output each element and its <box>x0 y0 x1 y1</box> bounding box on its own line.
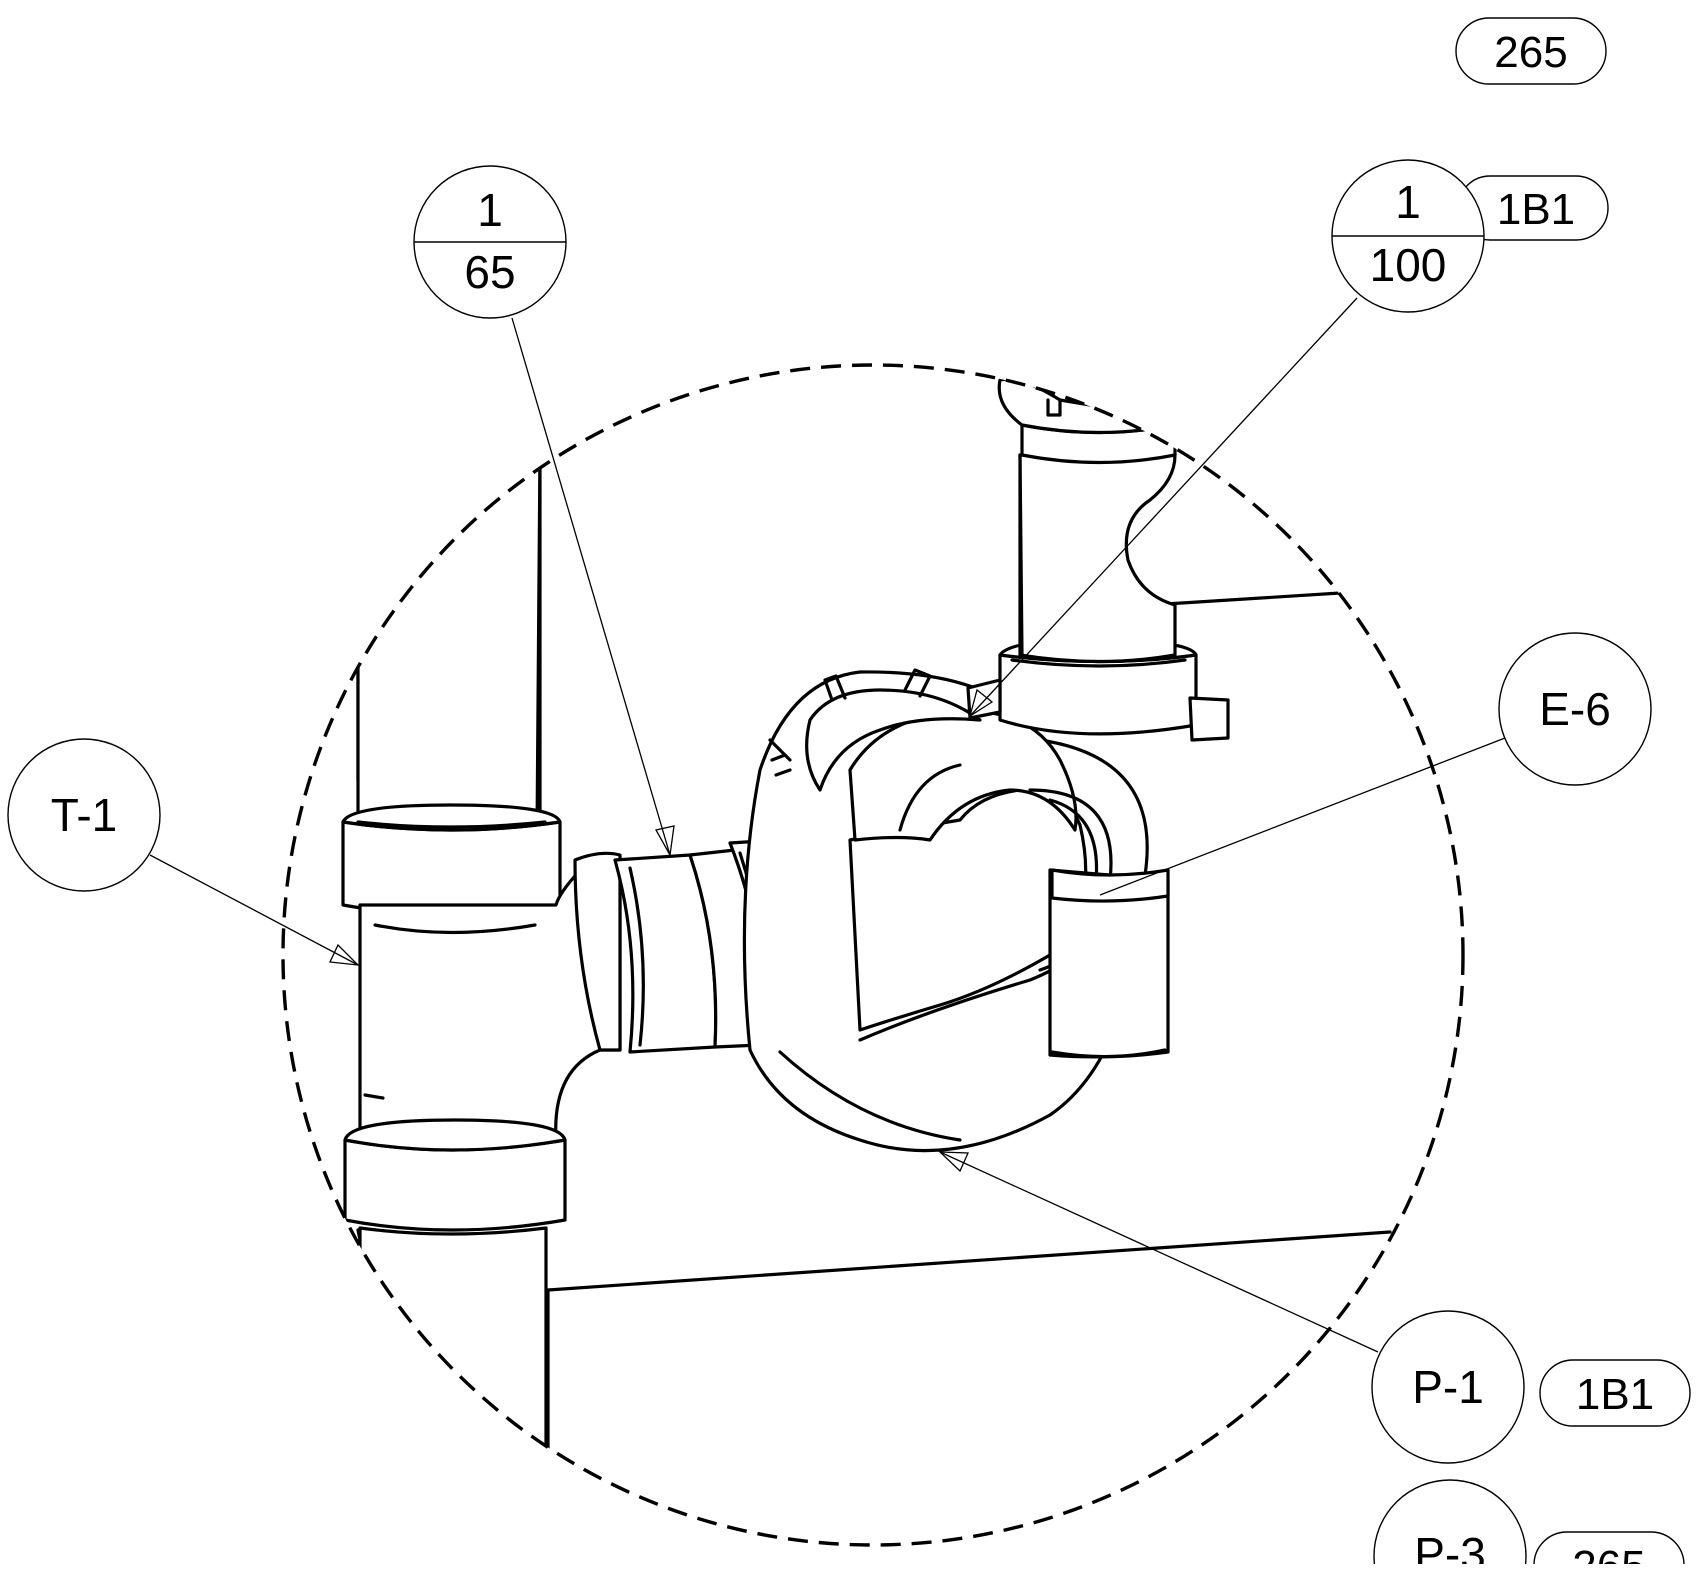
callout-p-3-text: P-3 <box>1414 1528 1486 1564</box>
tag-1b1-bottom[interactable]: 1B1 <box>1539 1359 1691 1427</box>
sanitary-tee-fitting <box>341 428 622 1545</box>
tag-265-top[interactable]: 265 <box>1455 17 1607 85</box>
section-callout-1-100[interactable]: 1 100 <box>1331 159 1485 313</box>
tailpiece <box>966 377 1230 1059</box>
tag-265-bottom[interactable]: 265 <box>1533 1531 1685 1569</box>
section-callout-1-65[interactable]: 1 65 <box>413 165 567 319</box>
section-right-top-text: 1 <box>1395 176 1421 228</box>
callout-t-1-text: T-1 <box>51 789 117 841</box>
leader-lines <box>149 297 1506 1353</box>
callout-p-3[interactable]: P-3 <box>1373 1479 1527 1569</box>
detail-view <box>341 377 1392 1545</box>
detail-boundary-circle <box>281 363 1465 1547</box>
tag-265-bottom-text: 265 <box>1572 1542 1645 1564</box>
callout-e-6[interactable]: E-6 <box>1498 632 1652 786</box>
tag-1b1-bottom-text: 1B1 <box>1576 1370 1654 1419</box>
callout-p-1[interactable]: P-1 <box>1371 1310 1525 1464</box>
callout-p-1-text: P-1 <box>1412 1361 1484 1413</box>
tag-1b1-top[interactable]: 1B1 <box>1457 175 1609 241</box>
section-right-bottom-text: 100 <box>1370 239 1447 291</box>
tag-265-top-text: 265 <box>1494 28 1567 77</box>
section-left-top-text: 1 <box>477 184 503 236</box>
section-left-bottom-text: 65 <box>464 246 515 298</box>
tag-1b1-top-text: 1B1 <box>1497 185 1575 234</box>
callout-e-6-text: E-6 <box>1539 683 1611 735</box>
callout-t-1[interactable]: T-1 <box>7 738 161 892</box>
